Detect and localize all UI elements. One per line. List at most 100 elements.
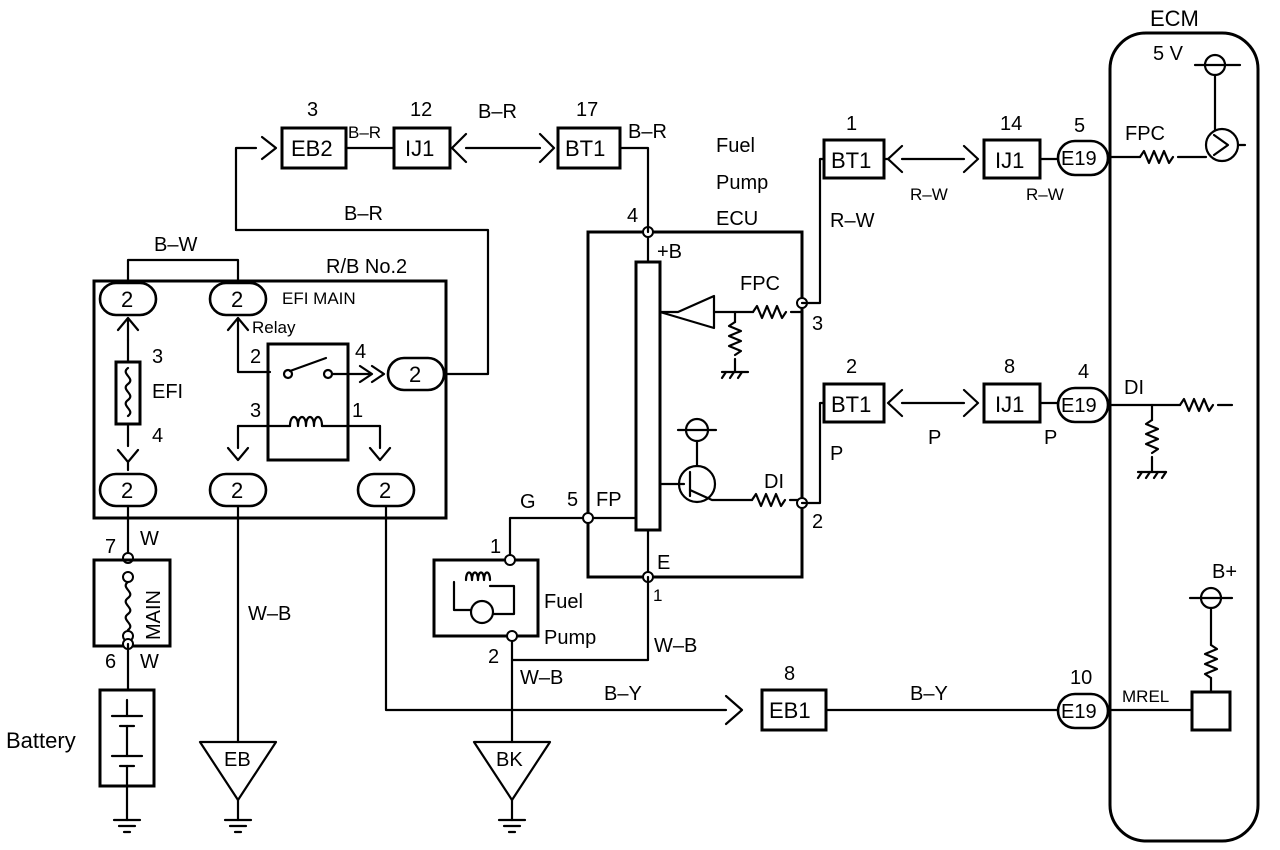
- relay-pin-2: 2: [250, 346, 261, 368]
- relay-block-relay-label: Relay: [252, 318, 296, 337]
- fpecu-fpc-pulldown-icon: [727, 320, 743, 357]
- connector-bt1-di-pin: 2: [846, 356, 857, 378]
- relay-coil-right-terminal-icon: [368, 446, 392, 462]
- ecm-5v-label: 5 V: [1153, 43, 1184, 65]
- fpecu-plus-b-label: +B: [657, 241, 682, 263]
- battery-label: Battery: [6, 728, 76, 753]
- fpecu-fpc-label: FPC: [740, 273, 780, 295]
- main-fuse-label: MAIN: [143, 590, 165, 640]
- relay-coil-icon: [288, 415, 324, 428]
- connector-e19-di-label: E19: [1061, 395, 1097, 417]
- ecm: ECM 5 V FPC DI MREL B+: [1106, 6, 1260, 843]
- relay-block: R/B No.2 EFI MAIN Relay 2 2 3 EFI 4 2 4: [92, 256, 448, 520]
- fpecu-title-2: Pump: [716, 172, 768, 194]
- fuel-pump-label-1: Fuel: [544, 591, 583, 613]
- connector-eb2-pin: 3: [307, 99, 318, 121]
- relay-block-title: R/B No.2: [326, 256, 407, 278]
- ecm-outline: [1108, 31, 1260, 843]
- rb-connector-relay-out-pin: 2: [409, 362, 421, 387]
- relay-block-efi-main-label: EFI MAIN: [282, 289, 356, 308]
- connector-ij1-di-label: IJ1: [995, 392, 1024, 417]
- ij1-bt1-arrows-icon: [450, 132, 556, 164]
- ecm-di-label: DI: [1124, 377, 1144, 399]
- relay-input-terminal-icon: [226, 316, 272, 374]
- wire-w-b-1: W–B: [248, 603, 291, 625]
- fuel-pump-ecu: Fuel Pump ECU +B 4 FPC 3 DI 2: [567, 135, 823, 605]
- relay-pin-4: 4: [355, 341, 366, 363]
- relay-pin-3: 3: [250, 400, 261, 422]
- di-arrows-icon: [886, 388, 980, 418]
- main-fuse-pin-6: 6: [105, 651, 116, 673]
- connector-eb2-label: EB2: [291, 136, 333, 161]
- wire-b-r-4: B–R: [344, 203, 383, 225]
- fpecu-fp-label: FP: [596, 489, 622, 511]
- efi-fuse-pin-3: 3: [152, 346, 163, 368]
- wire-r-w-1: R–W: [830, 210, 875, 232]
- connector-ij1-fpc-pin: 14: [1000, 113, 1022, 135]
- ecm-fpc-label: FPC: [1125, 123, 1165, 145]
- wire-w-b-3: W–B: [520, 667, 563, 689]
- fuel-pump-pin-2: 2: [488, 646, 499, 668]
- wire-b-r-3: B–R: [628, 121, 667, 143]
- wire-b-w: B–W: [154, 234, 197, 256]
- fpecu-pin-4: 4: [627, 205, 638, 227]
- ground-eb-icon: [198, 740, 278, 802]
- efi-fuse-top-terminal-icon: [116, 316, 140, 342]
- fuel-pump: 1 2 Fuel Pump: [432, 536, 596, 668]
- fpecu-di-resistor-icon: [750, 492, 787, 508]
- connector-bt1-fpc-pin: 1: [846, 113, 857, 135]
- fpecu-control-ic: [634, 260, 662, 532]
- relay-output-terminal-icon: [358, 364, 386, 384]
- fpecu-outline: [586, 230, 804, 579]
- connector-e19-mrel-pin: 10: [1070, 667, 1092, 689]
- relay-block-outline: [92, 279, 448, 520]
- connector-ij1-top-pin: 12: [410, 99, 432, 121]
- eb1-arrow-icon: [724, 694, 744, 726]
- fpecu-pin-1: 1: [653, 586, 662, 605]
- wire-b-r-2: B–R: [478, 101, 517, 123]
- connector-e19-di-pin: 4: [1078, 361, 1089, 383]
- connector-bt1-di-label: BT1: [831, 392, 871, 417]
- fuel-pump-box: [432, 558, 540, 638]
- ecm-fpc-resistor-icon: [1138, 149, 1175, 165]
- connector-ij1-fpc-label: IJ1: [995, 148, 1024, 173]
- wire-p-1: P: [830, 443, 843, 465]
- relay-coil-left-terminal-icon: [226, 446, 250, 462]
- main-fuse: MAIN 7 W 6 W: [92, 528, 172, 692]
- ecm-di-pulldown-icon: [1144, 418, 1160, 455]
- fuel-pump-label-2: Pump: [544, 627, 596, 649]
- wire-g: G: [520, 491, 536, 513]
- fpecu-comparator-icon: [658, 294, 716, 330]
- connector-bt1-top-label: BT1: [565, 136, 605, 161]
- connector-ij1-di-pin: 8: [1004, 356, 1015, 378]
- connector-eb1-pin: 8: [784, 663, 795, 685]
- rb-connector-bm-pin: 2: [231, 478, 243, 503]
- eb2-arrow-icon: [260, 135, 278, 161]
- connector-bt1-fpc-label: BT1: [831, 148, 871, 173]
- connector-e19-di: [1056, 386, 1110, 424]
- rb-connector-tr-pin: 2: [231, 287, 243, 312]
- efi-fuse-bottom-terminal-icon: [116, 448, 140, 472]
- fpecu-pin-3: 3: [812, 313, 823, 335]
- grounds: EB BK: [198, 740, 552, 834]
- connector-e19-fpc-label: E19: [1061, 148, 1097, 170]
- wire-b-y-2: B–Y: [910, 683, 948, 705]
- fpecu-di-label: DI: [764, 471, 784, 493]
- wire-labels: B–R B–R B–R B–R B–W R–W R–W R–W P P P G …: [154, 101, 1064, 705]
- ecm-transistor-icon: [1204, 127, 1240, 163]
- fpecu-pin-2: 2: [812, 511, 823, 533]
- wire-w-2: W: [140, 651, 159, 673]
- rb-connector-tl-pin: 2: [121, 287, 133, 312]
- wire-r-w-3: R–W: [1026, 185, 1064, 204]
- ecm-bplus-label: B+: [1212, 561, 1237, 583]
- connector-e19-mrel-label: E19: [1061, 701, 1097, 723]
- fuel-pump-motor-icon: [469, 599, 495, 625]
- ecm-title: ECM: [1150, 6, 1199, 31]
- connector-eb1-label: EB1: [769, 698, 811, 723]
- connector-bt1-top-pin: 17: [576, 99, 598, 121]
- fpecu-title-3: ECU: [716, 208, 758, 230]
- efi-main-relay-icon: [266, 342, 350, 462]
- ecm-mrel-driver-icon: [1190, 690, 1232, 732]
- fpecu-terminal-5: [582, 512, 594, 524]
- ecm-mrel-label: MREL: [1122, 687, 1169, 706]
